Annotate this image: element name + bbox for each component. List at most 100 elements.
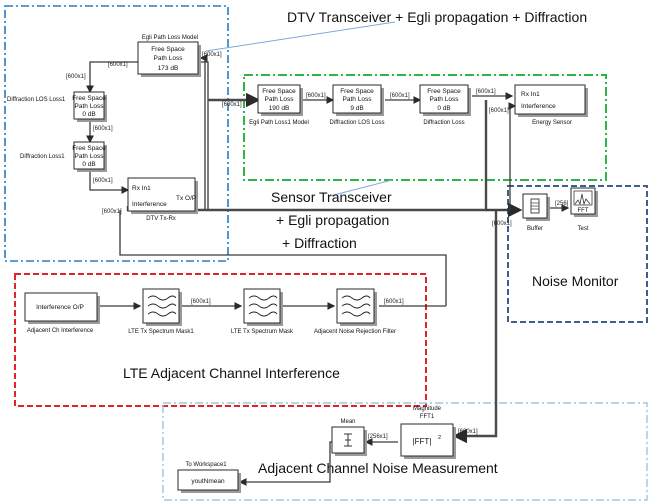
diff-loss-title: Diffraction Loss [423, 120, 464, 126]
sig-label: [600x1] [202, 52, 222, 58]
block-text: Interference O/P [36, 304, 84, 311]
sig-label: [256] [555, 201, 569, 207]
energy-sensor-title: Energy Sensor [532, 120, 572, 126]
block-text: Path Loss [75, 153, 105, 160]
sig-label: [600x1] [191, 299, 211, 305]
block-text: Free Space [427, 88, 461, 95]
adj-filter-title: Adjacent Noise Rejection Filter [314, 329, 396, 335]
test-scope-block[interactable]: FFT [570, 187, 598, 217]
block-text: Interference [132, 201, 167, 208]
diff-loss1-title: Diffraction Loss1 [20, 154, 65, 160]
mean-icon [344, 433, 352, 447]
sig-label: [600x1] [489, 108, 509, 114]
sig-label: [600x1] [458, 429, 478, 435]
sig-label: [256x1] [368, 434, 388, 440]
sig-label: [600x1] [93, 126, 113, 132]
sensor-group-label-3: + Diffraction [282, 235, 357, 251]
filter-wave-icon [248, 295, 278, 317]
block-text: 0 dB [437, 105, 450, 112]
adj-measure-frame [162, 402, 648, 501]
to-workspace1-block[interactable]: youtNmean [177, 469, 241, 493]
dtv-txrx-block[interactable]: Rx In1 Interference Tx O/P [127, 177, 198, 214]
block-text: Free Space [262, 88, 296, 95]
block-text: 2 [438, 435, 441, 441]
sig-label: [600x1] [390, 93, 410, 99]
egli-model1-title: Egli Path Loss1 Model [249, 120, 309, 126]
egli-path-loss-model-block[interactable]: Free Space Path Loss 173 dB [137, 41, 201, 77]
block-text: Free Space [340, 88, 374, 95]
adj-measure-label: Adjacent Channel Noise Measurement [258, 460, 498, 476]
buffer-block[interactable] [522, 193, 550, 221]
block-text: Interference [521, 103, 556, 110]
block-text: Free Space [72, 95, 106, 102]
dtv-group-label: DTV Transceiver + Egli propagation + Dif… [287, 9, 587, 25]
lte-spectrum-mask-block[interactable] [243, 288, 283, 326]
block-text: youtNmean [191, 478, 225, 485]
test-fft-label: FFT [578, 208, 589, 214]
lte-group-label: LTE Adjacent Channel Interference [123, 365, 340, 381]
diff-los1-title: Diffraction LOS Loss1 [7, 97, 66, 103]
dtv-txrx-title: DTV Tx-Rx [146, 216, 176, 222]
sig-label: [600x1] [492, 221, 512, 227]
sig-label: [600x1] [108, 62, 128, 68]
mean-block[interactable] [331, 426, 367, 456]
workspace-title: To Workspace1 [185, 462, 227, 468]
filter-wave-icon [147, 295, 177, 317]
mag-fft-title-1: Magnitude [413, 406, 442, 412]
block-text: Tx O/P [176, 195, 196, 202]
noise-monitor-frame [507, 185, 648, 323]
wire-to-fft [452, 210, 498, 444]
wire-loss1-to-rx [89, 170, 130, 194]
mean-title: Mean [340, 419, 355, 425]
magnitude-fft1-block[interactable]: |FFT| 2 [400, 423, 456, 459]
block-text: 190 dB [269, 105, 290, 112]
block-text: 173 dB [158, 65, 179, 72]
mag-fft-title-2: FFT1 [420, 414, 435, 420]
sig-label: [600x1] [476, 89, 496, 95]
block-text: Path Loss [265, 96, 295, 103]
block-text: 0 dB [82, 161, 95, 168]
block-text: Free Space [72, 145, 106, 152]
block-text: Path Loss [430, 96, 460, 103]
sig-label: [600x1] [222, 102, 242, 108]
sig-label: [600x1] [66, 74, 86, 80]
sig-label: [600x1] [384, 299, 404, 305]
adj-ch-title: Adjacent Ch Interference [27, 328, 94, 334]
filter-wave-icon [341, 295, 371, 317]
block-text: Path Loss [75, 103, 105, 110]
block-text: Rx In1 [521, 91, 540, 98]
adjacent-noise-rejection-filter-block[interactable] [336, 288, 377, 326]
wire-to-energy-int [486, 102, 517, 211]
adjacent-ch-interference-block[interactable]: Interference O/P [24, 292, 100, 324]
test-title: Test [577, 226, 588, 232]
dtv-caption-pointer [205, 21, 396, 52]
block-text: |FFT| [413, 437, 432, 446]
diffraction-los-loss1-block[interactable]: Free Space Path Loss 0 dB [72, 91, 107, 122]
lte-group-frame [14, 273, 427, 407]
dtv-group-frame [4, 5, 229, 262]
egli-path-loss1-model-block[interactable]: Free Space Path Loss 190 dB [257, 84, 303, 116]
sensor-group-label-1: Sensor Transceiver [271, 189, 392, 205]
block-text: 9 dB [350, 105, 363, 112]
sensor-group-label-2: + Egli propagation [276, 212, 389, 228]
energy-sensor-block[interactable]: Rx In1 Interference [514, 84, 588, 117]
buffer-title: Buffer [527, 226, 543, 232]
diffraction-loss1-block[interactable]: Free Space Path Loss 0 dB [72, 141, 107, 172]
wire-egli-to-los1 [86, 61, 138, 94]
lte-mask-title: LTE Tx Spectrum Mask [231, 329, 294, 335]
sensor-caption-pointer [329, 179, 393, 197]
sig-label: [600x1] [306, 93, 326, 99]
noise-monitor-label: Noise Monitor [532, 273, 619, 289]
block-text: 0 dB [82, 111, 95, 118]
block-text: Path Loss [154, 55, 184, 62]
lte-spectrum-mask1-block[interactable] [142, 288, 182, 326]
diffraction-loss-block[interactable]: Free Space Path Loss 0 dB [419, 84, 471, 116]
diffraction-los-loss-block[interactable]: Free Space Path Loss 9 dB [332, 84, 384, 116]
block-text: Free Space [151, 46, 185, 53]
lte-mask1-title: LTE Tx Spectrum Mask1 [128, 329, 194, 335]
egli-model-title: Egli Path Loss Model [142, 35, 198, 41]
sig-label: [600x1] [102, 209, 122, 215]
wire-mean-to-workspace [238, 441, 332, 486]
sensor-group-frame [243, 74, 607, 181]
